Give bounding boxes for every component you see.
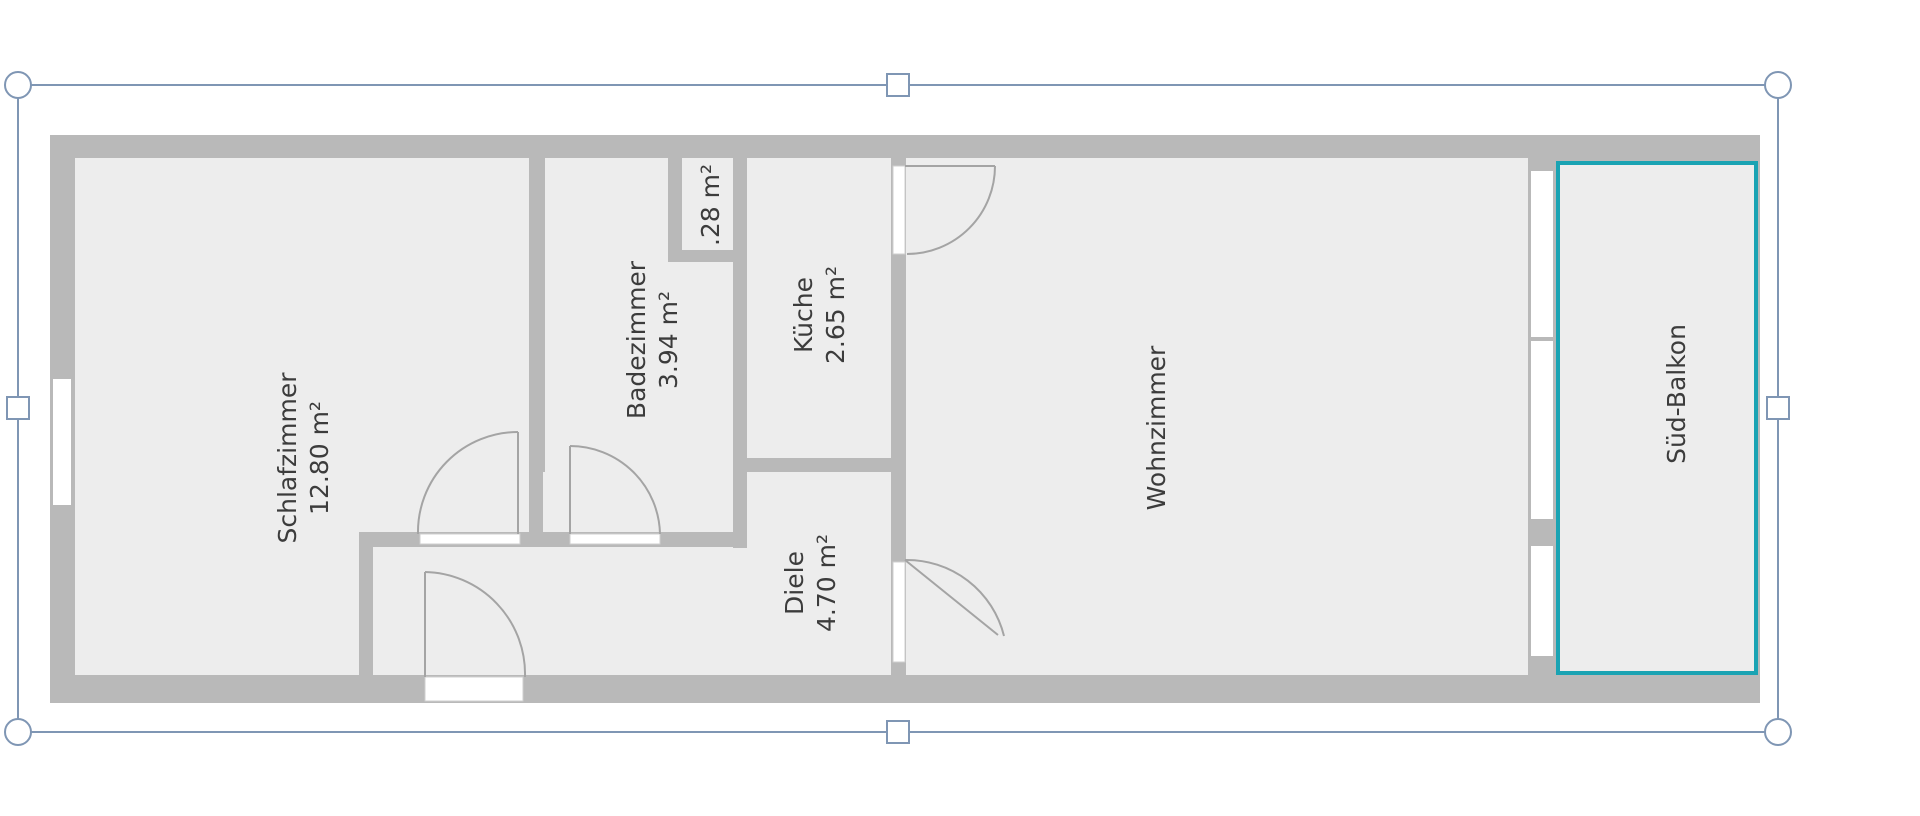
label-schlafzimmer-area: 12.80 m² — [305, 401, 334, 515]
room-sued-balkon[interactable] — [1556, 163, 1756, 673]
room-abstellraum[interactable] — [680, 158, 731, 252]
label-schlafzimmer-name: Schlafzimmer — [273, 372, 302, 544]
window-schlafzimmer — [51, 377, 73, 507]
window-wohnzimmer-3 — [1529, 544, 1555, 658]
resize-handle-left-center[interactable] — [6, 396, 30, 420]
door-swings — [416, 165, 1005, 678]
label-kueche-name: Küche — [789, 277, 818, 353]
room-schlafzimmer-lower[interactable] — [75, 540, 359, 675]
label-abstellraum-area: .28 m² — [696, 164, 725, 246]
label-badezimmer-name: Badezimmer — [622, 260, 651, 419]
label-diele-name: Diele — [780, 551, 809, 615]
room-wohnzimmer[interactable] — [906, 158, 1528, 675]
resize-handle-top-left[interactable] — [4, 71, 32, 99]
selection-frame[interactable] — [4, 71, 1792, 746]
window-wohnzimmer-1 — [1529, 169, 1555, 339]
room-labels: Schlafzimmer 12.80 m² Badezimmer 3.94 m²… — [273, 164, 1691, 632]
window-wohnzimmer-2 — [1529, 339, 1555, 521]
label-badezimmer-area: 3.94 m² — [654, 291, 683, 389]
label-sued-balkon-name: Süd-Balkon — [1662, 324, 1691, 464]
resize-handle-top-right[interactable] — [1764, 71, 1792, 99]
label-kueche-area: 2.65 m² — [821, 266, 850, 364]
resize-handle-top-center[interactable] — [886, 73, 910, 97]
room-kueche[interactable] — [747, 158, 891, 460]
resize-handle-bottom-left[interactable] — [4, 718, 32, 746]
door-openings — [419, 165, 906, 702]
windows — [51, 169, 1555, 658]
room-diele[interactable] — [372, 472, 891, 675]
label-diele-area: 4.70 m² — [812, 534, 841, 632]
resize-handle-bottom-right[interactable] — [1764, 718, 1792, 746]
resize-handle-bottom-center[interactable] — [886, 720, 910, 744]
balcony-highlight — [1556, 161, 1758, 675]
resize-handle-right-center[interactable] — [1766, 396, 1790, 420]
label-wohnzimmer-name: Wohnzimmer — [1142, 345, 1171, 510]
